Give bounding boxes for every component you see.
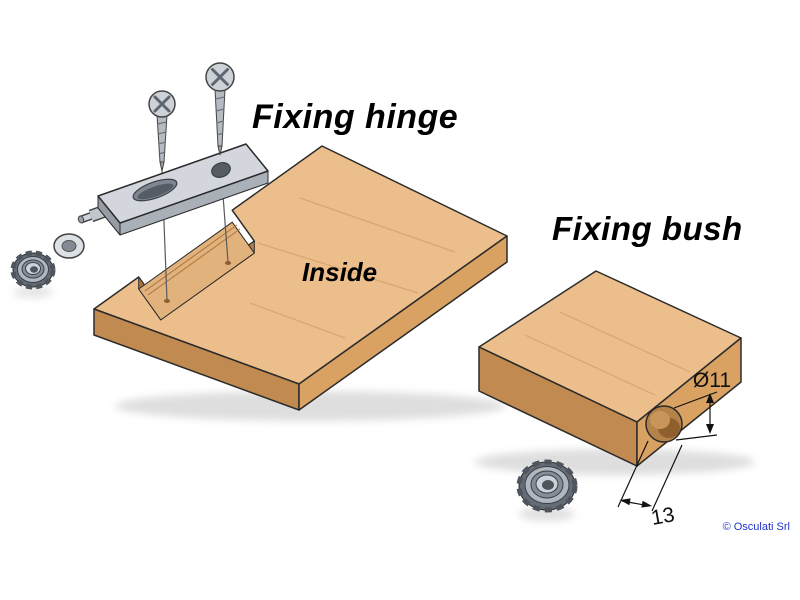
washer-hole [61,240,77,252]
plug-center-hole [30,266,38,273]
wood-grain-line [299,197,456,253]
round-hole [211,162,231,178]
large-board [93,145,508,411]
screw-tip [217,145,223,156]
plate-slot [132,178,178,202]
hinge-pin-cap [77,215,85,224]
dimension-diameter: Ø11 [673,369,731,441]
screw-thread [157,121,167,125]
screw-thread [216,132,224,136]
screw-tip [159,161,165,172]
dimension-width: 13 [617,440,683,530]
shadows [13,286,755,521]
hinge-plate [77,143,269,236]
pilot-hole [164,299,170,303]
screw-thread [215,96,225,100]
screw-thread [158,141,166,145]
wood-grain-line [249,302,346,339]
threaded-plug-left [10,250,56,290]
screw-thread [157,131,167,135]
wood-grain-line [559,311,691,373]
inside-label: Inside [302,257,377,287]
large-board-right-side [298,235,508,411]
pilot-hole [225,261,231,265]
copyright-notice: © Osculati Srl [723,521,790,533]
fixing-bush-part [516,459,578,513]
wood-grain-line [524,334,656,396]
bush-hole-face [650,411,670,429]
arrowhead-icon [620,498,631,506]
extension-line [617,440,649,508]
fixing-hinge-title: Fixing hinge [252,98,458,136]
width-label: 13 [649,503,676,530]
arrowhead-icon [706,424,714,434]
washer [53,233,85,259]
screw-thread [158,151,166,155]
extension-line [675,434,718,441]
recess-floor [138,221,255,321]
phillips-cross-icon [153,95,171,113]
extension-line [651,444,683,512]
bush-center-hole [542,480,554,490]
screw-thread [215,108,225,112]
screw-small [148,90,176,172]
screw-thread [216,120,224,124]
recess-groove-line [147,228,241,296]
bush-ribs [516,459,578,513]
wood-grain-line [257,242,419,294]
bush-shadow [519,507,575,521]
fixing-bush-title: Fixing bush [552,210,743,247]
phillips-cross-icon [211,68,229,86]
slot-inner [137,183,174,200]
recess-groove-line [144,224,238,292]
arrowhead-icon [706,393,714,403]
plug-shadow [13,286,53,298]
diameter-label: Ø11 [693,369,731,392]
plate-round-hole [211,162,231,178]
large-board-shadow [115,391,505,421]
screw-large [205,62,235,156]
arrowhead-icon [641,500,652,508]
plug-ribs [10,250,56,290]
